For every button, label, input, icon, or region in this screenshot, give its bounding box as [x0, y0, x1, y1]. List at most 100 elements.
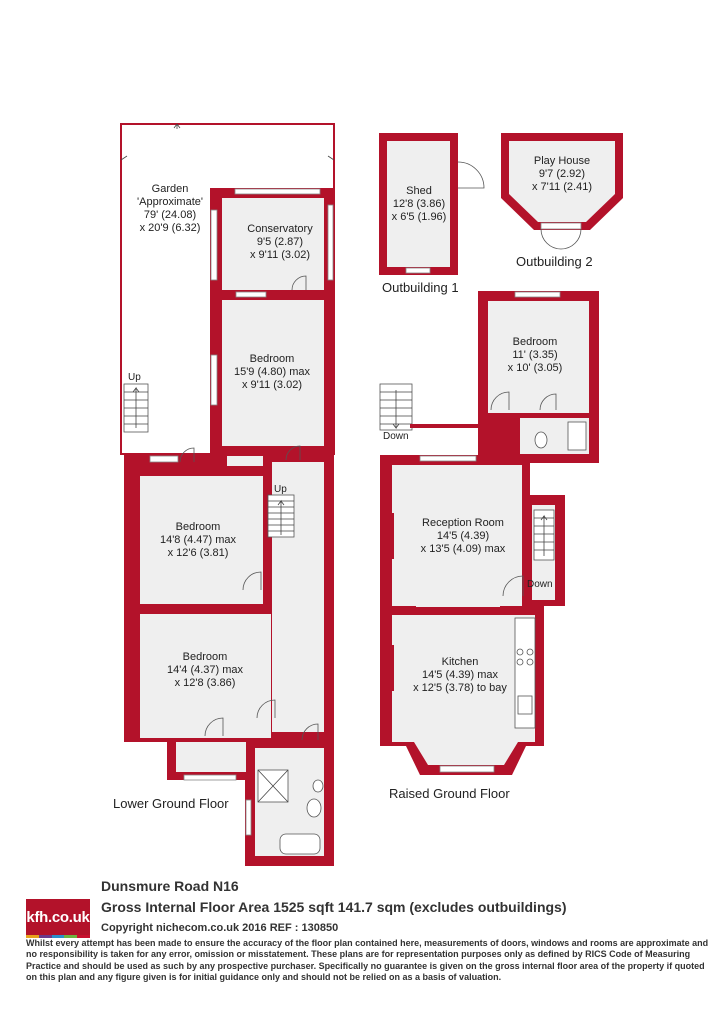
- door: [540, 228, 582, 250]
- logo-text: kfh.co.uk: [26, 908, 90, 926]
- garden-steps: [123, 383, 149, 433]
- logo-color-segment: [77, 935, 90, 938]
- shed-dim1: 12'8 (3.86): [393, 198, 445, 210]
- window: [327, 204, 334, 281]
- bedroom-lg2-dim2: x 12'6 (3.81): [168, 547, 229, 559]
- garden-sub: 'Approximate': [137, 196, 203, 208]
- window: [419, 455, 477, 462]
- raised-floor-title: Raised Ground Floor: [389, 786, 510, 801]
- reception-dim1: 14'5 (4.39): [437, 530, 489, 542]
- bedroom-lg2-name: Bedroom: [176, 521, 221, 533]
- playhouse-name: Play House: [534, 155, 590, 167]
- sink: [517, 695, 533, 715]
- basin: [312, 779, 324, 793]
- window: [514, 291, 561, 298]
- landing-wall: [410, 424, 480, 428]
- door: [502, 575, 524, 597]
- down-label-outer: Down: [383, 431, 409, 442]
- window: [183, 774, 237, 781]
- playhouse-dim2: x 7'11 (2.41): [532, 181, 592, 193]
- garden-dim2: x 20'9 (6.32): [140, 222, 201, 234]
- kitchen-floor: [392, 615, 535, 765]
- passage-floor: [227, 456, 263, 466]
- partition: [500, 606, 536, 614]
- door: [291, 275, 307, 291]
- kfh-logo: kfh.co.uk: [26, 899, 90, 935]
- chimney-breast: [386, 513, 394, 559]
- outbuilding-2-title: Outbuilding 2: [516, 254, 593, 269]
- bedroom-lg3-name: Bedroom: [183, 651, 228, 663]
- bedroom-rg-dim1: 11' (3.35): [512, 349, 557, 361]
- chimney-breast: [392, 606, 416, 614]
- raised-ground-floor: Bedroom 11' (3.35) x 10' (3.05) Receptio…: [379, 291, 599, 801]
- outbuilding-1: Shed 12'8 (3.86) x 6'5 (1.96) Outbuildin…: [379, 133, 485, 295]
- door: [242, 571, 262, 591]
- bedroom-3-floor: [140, 614, 271, 738]
- reception-floor: [392, 465, 522, 607]
- bedroom-lg3-dim2: x 12'8 (3.86): [175, 677, 236, 689]
- footer: kfh.co.uk Dunsmure Road N16 Gross Intern…: [0, 878, 715, 1033]
- hob-ring: [516, 648, 524, 656]
- playhouse-dim1: 9'7 (2.92): [539, 168, 585, 180]
- bath: [279, 833, 321, 855]
- bedroom-2-floor: [140, 476, 263, 604]
- outbuilding-2: Play House 9'7 (2.92) x 7'11 (2.41) Outb…: [501, 133, 623, 269]
- window: [405, 267, 431, 274]
- floor-plan: Garden 'Approximate' 79' (24.08) x 20'9 …: [113, 123, 623, 866]
- logo-color-segment: [38, 935, 52, 938]
- bedroom-rg-dim2: x 10' (3.05): [508, 362, 563, 374]
- door: [490, 391, 510, 411]
- lobby-floor: [176, 742, 246, 772]
- copyright: Copyright nichecom.co.uk 2016 REF : 1308…: [101, 922, 339, 934]
- conservatory-floor: [222, 198, 324, 290]
- bedroom-lg1-dim1: 15'9 (4.80) max: [234, 366, 311, 378]
- garden-name: Garden: [152, 183, 189, 195]
- playhouse-floor: [509, 141, 615, 222]
- reception-name: Reception Room: [422, 517, 504, 529]
- hob-ring: [516, 658, 524, 666]
- door-opening: [540, 222, 582, 230]
- property-address: Dunsmure Road N16: [101, 878, 239, 894]
- chimney-breast: [386, 645, 394, 691]
- door: [204, 717, 224, 737]
- window: [210, 209, 218, 281]
- bedroom-rg-name: Bedroom: [513, 336, 558, 348]
- logo-color-segment: [64, 935, 78, 938]
- floor-area: Gross Internal Floor Area 1525 sqft 141.…: [101, 899, 567, 915]
- down-label-inner: Down: [527, 579, 553, 590]
- door: [256, 699, 276, 719]
- door: [285, 445, 301, 461]
- door: [301, 723, 319, 741]
- up-label-stair: Up: [274, 484, 287, 495]
- window: [245, 799, 252, 836]
- window: [210, 354, 218, 406]
- shed-floor: [387, 141, 450, 267]
- conservatory-dim1: 9'5 (2.87): [257, 236, 303, 248]
- hob-ring: [526, 648, 534, 656]
- conservatory-name: Conservatory: [247, 223, 313, 235]
- up-label-garden: Up: [128, 372, 141, 383]
- shed-dim2: x 6'5 (1.96): [392, 211, 447, 223]
- bedroom-lg2-dim1: 14'8 (4.47) max: [160, 534, 237, 546]
- toilet: [534, 431, 548, 449]
- logo-color-segment: [26, 935, 39, 938]
- hob-ring: [526, 658, 534, 666]
- logo-color-strip: [26, 935, 90, 938]
- bedroom-1-floor: [222, 300, 324, 446]
- kitchen-dim2: x 12'5 (3.78) to bay: [413, 682, 507, 694]
- door: [457, 161, 485, 189]
- garden-arrows: [120, 123, 335, 161]
- kitchen-dim1: 14'5 (4.39) max: [422, 669, 499, 681]
- door: [179, 447, 195, 463]
- bedroom-rg-floor: [488, 301, 589, 413]
- outbuilding-1-title: Outbuilding 1: [382, 280, 459, 295]
- garden-dim1: 79' (24.08): [144, 209, 196, 221]
- window: [149, 455, 179, 463]
- bedroom-lg1-name: Bedroom: [250, 353, 295, 365]
- bay-window: [439, 765, 495, 773]
- door: [539, 393, 557, 411]
- stair-lower: [267, 494, 295, 538]
- window: [234, 188, 321, 195]
- lower-ground-floor: Garden 'Approximate' 79' (24.08) x 20'9 …: [113, 123, 335, 866]
- bedroom-lg3-dim1: 14'4 (4.37) max: [167, 664, 244, 676]
